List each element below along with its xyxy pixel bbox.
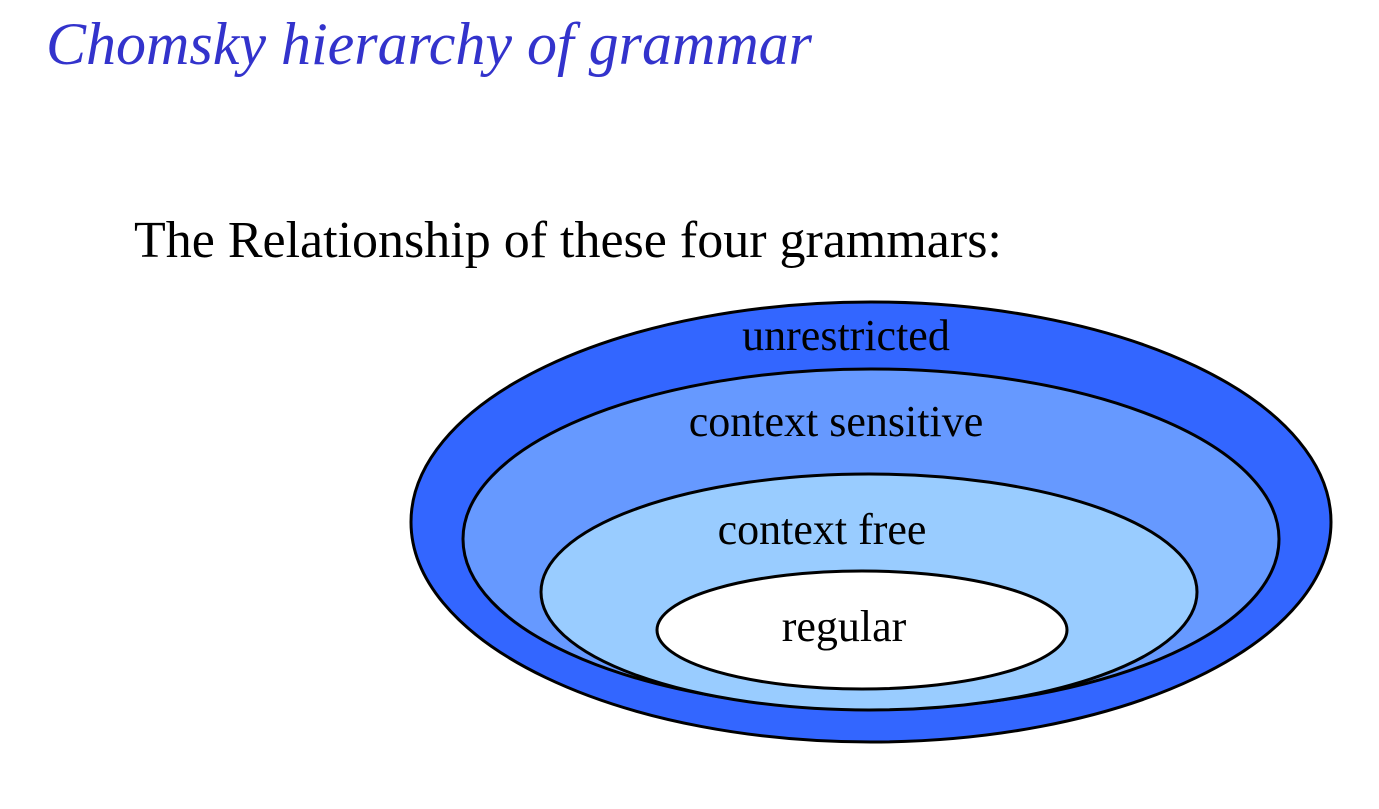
slide-title: Chomsky hierarchy of grammar: [46, 11, 813, 77]
label-regular: regular: [782, 602, 907, 651]
label-context-sensitive: context sensitive: [689, 397, 984, 446]
set-regular: [655, 569, 1069, 691]
slide-subtitle: The Relationship of these four grammars:: [134, 212, 1002, 269]
label-context-free: context free: [718, 505, 927, 554]
label-unrestricted: unrestricted: [742, 311, 950, 360]
